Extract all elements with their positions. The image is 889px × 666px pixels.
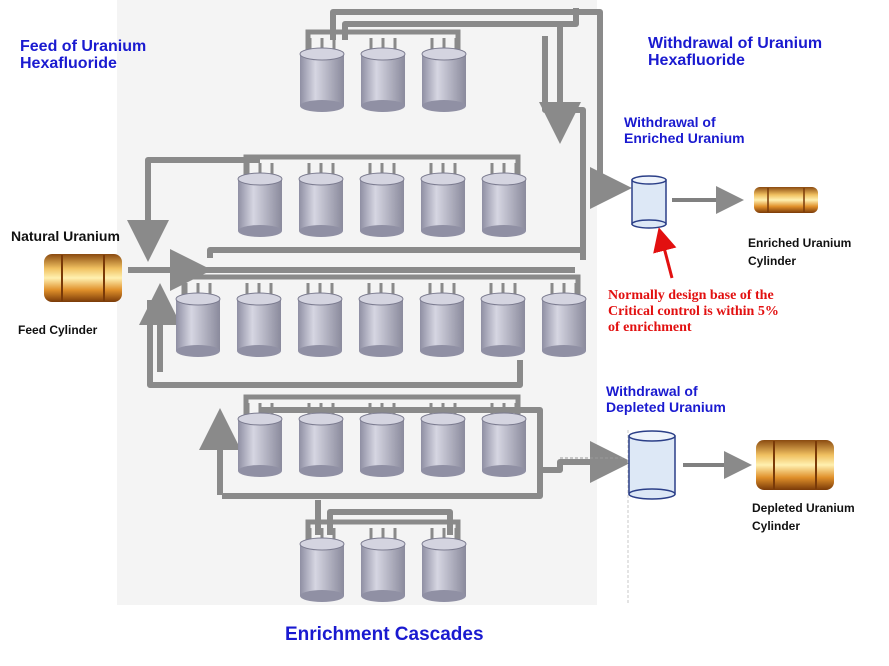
pipe-network [127,8,632,535]
centrifuge-icon [480,283,526,357]
pipe-left-loop [127,157,260,262]
stage-header-pipe [243,394,521,415]
pipe-lower-loop [147,300,523,388]
pipe-middle-upper [207,247,583,258]
centrifuge-icon [358,283,404,357]
centrifuge-icon [420,403,466,477]
centrifuge-icon [359,403,405,477]
pipe-bottom-loop [222,407,543,499]
critical-control-arrow [653,227,677,279]
centrifuge-icon [541,283,587,357]
centrifuge-icon [359,163,405,237]
stage-header-pipe [305,29,461,50]
depleted-cylinder-icon [756,440,834,490]
enriched-receiver-icon [631,175,667,229]
withdrawal-depleted-label: Withdrawal of Depleted Uranium [606,383,726,415]
pipe-depleted-out [540,441,632,483]
depleted-cylinder-label: Depleted Uranium Cylinder [752,501,855,533]
centrifuge-icon [481,403,527,477]
centrifuge-icon [297,283,343,357]
centrifuge-icon [421,38,467,112]
pipe-top-outer [330,9,632,209]
depleted-receiver-icon [628,430,676,500]
centrifuge-icon [421,528,467,602]
centrifuge-icon [420,163,466,237]
centrifuge-stages [175,29,587,602]
diagram-title: Enrichment Cascades [285,624,484,645]
centrifuge-icon [299,528,345,602]
natural-uranium-label: Natural Uranium [11,228,120,244]
stage-header-pipe [305,519,461,540]
feed-hexafluoride-label: Feed of Uranium Hexafluoride [20,38,147,72]
pipe-top-right-b [542,36,586,260]
centrifuge-icon [237,163,283,237]
centrifuge-icon [419,283,465,357]
enriched-cylinder-icon [754,187,818,213]
centrifuge-icon [175,283,221,357]
centrifuge-icon [481,163,527,237]
feed-cylinder-label: Feed Cylinder [18,323,98,337]
centrifuge-icon [237,403,283,477]
enriched-cylinder-label: Enriched Uranium Cylinder [748,236,852,268]
withdrawal-enriched-label: Withdrawal of Enriched Uranium [624,114,745,146]
centrifuge-icon [360,528,406,602]
centrifuge-icon [298,163,344,237]
feed-cylinder-icon [44,254,122,302]
stage-header-pipe [181,274,581,295]
centrifuge-icon [236,283,282,357]
centrifuge-icon [299,38,345,112]
centrifuge-icon [360,38,406,112]
critical-control-note: Normally design base of the Critical con… [608,288,779,335]
centrifuge-icon [298,403,344,477]
stage-header-pipe [243,154,521,175]
withdrawal-hexafluoride-label: Withdrawal of Uranium Hexafluoride [648,35,823,69]
